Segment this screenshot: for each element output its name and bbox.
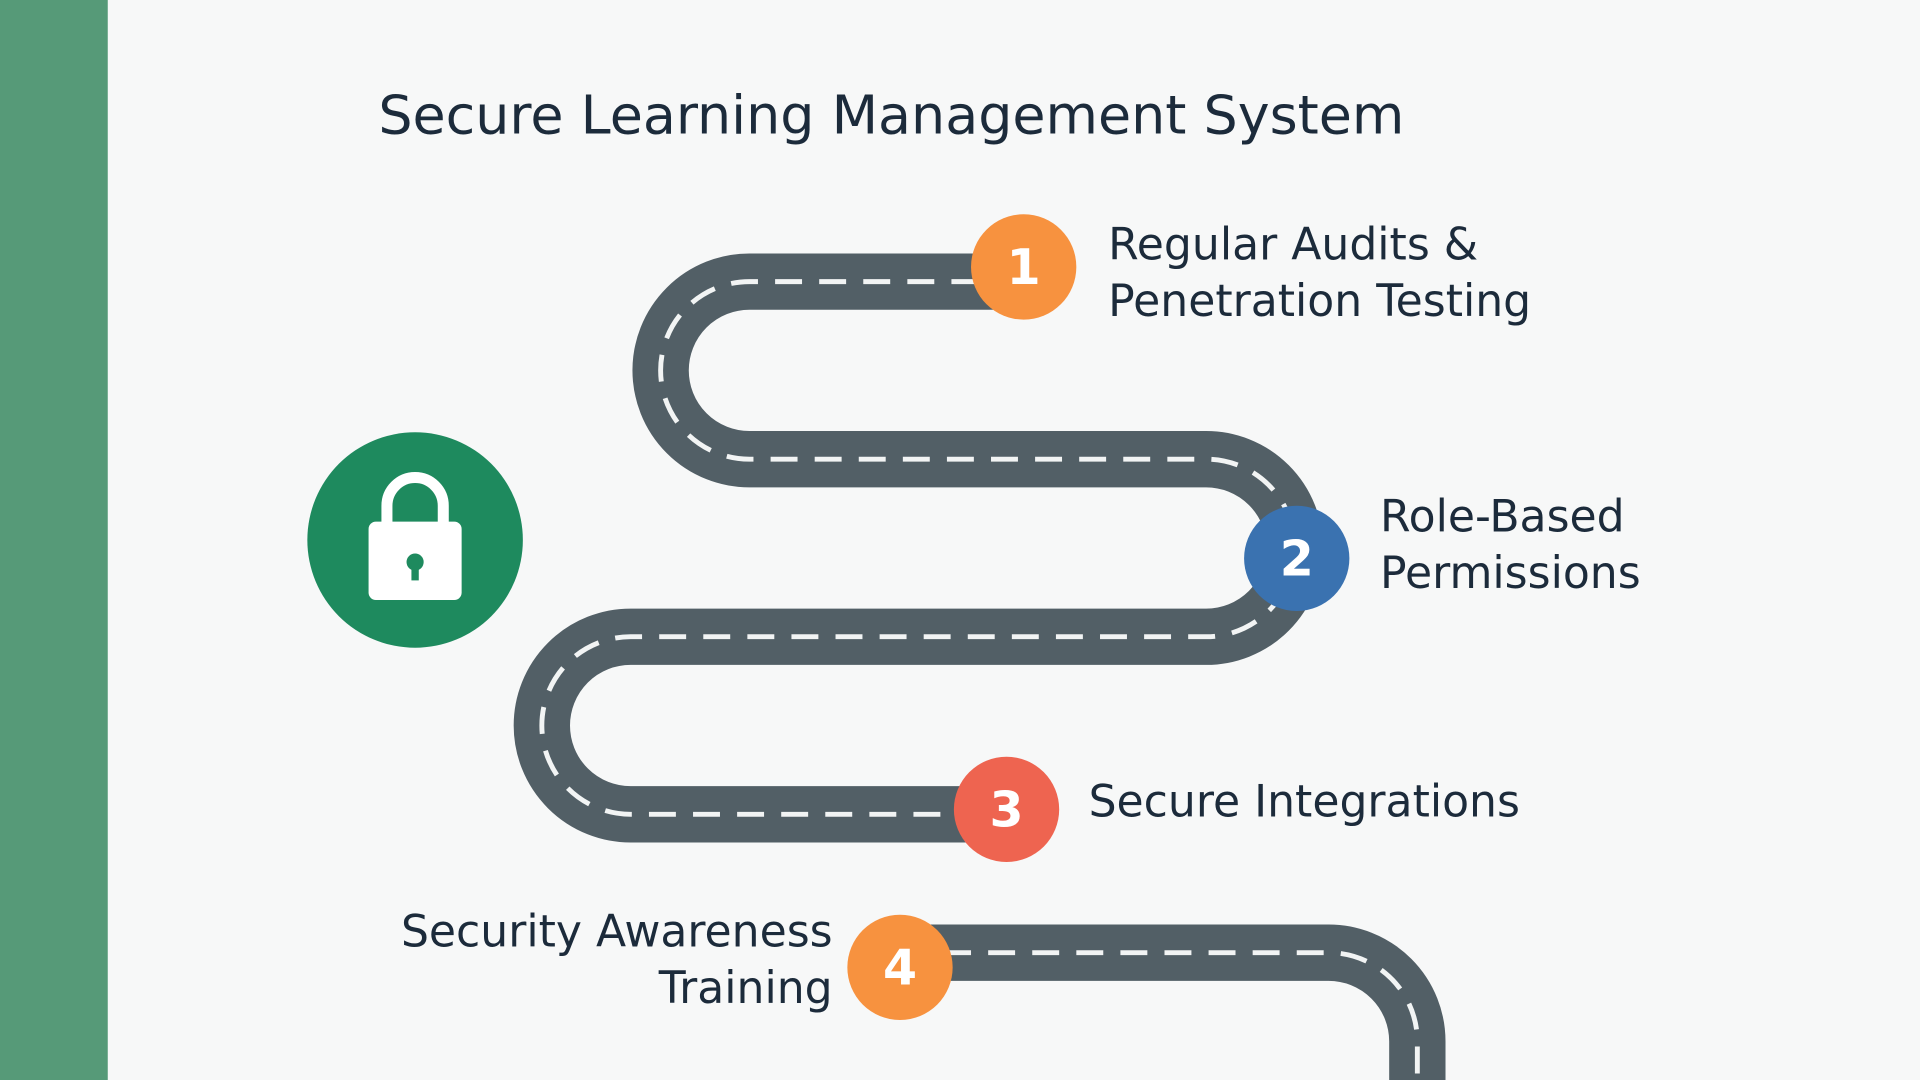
step-3-label: Secure Integrations — [1089, 777, 1520, 828]
step-4-label-line1: Security Awareness — [401, 907, 833, 958]
step-2-badge — [1244, 505, 1350, 612]
step-1-label-line1: Regular Audits & — [1108, 220, 1478, 271]
step-3-badge — [953, 756, 1060, 863]
step-1: 1 Regular Audits & Penetration Testing — [971, 214, 1531, 327]
step-2-label-line1: Role-Based — [1380, 491, 1625, 542]
page-title: Secure Learning Management System — [378, 83, 1404, 146]
step-3-number: 3 — [989, 782, 1023, 839]
step-2-number: 2 — [1280, 531, 1314, 588]
step-4: 4 Security Awareness Training — [401, 907, 953, 1020]
step-2: 2 Role-Based Permissions — [1244, 491, 1641, 612]
step-2-label-line2: Permissions — [1380, 548, 1641, 599]
step-4-label-line2: Training — [658, 963, 833, 1014]
step-4-number: 4 — [883, 939, 917, 996]
lock-icon — [368, 472, 462, 600]
step-4-badge — [847, 914, 953, 1020]
step-1-label-line2: Penetration Testing — [1108, 276, 1531, 327]
left-sidebar-bar — [0, 0, 108, 1080]
step-1-badge — [971, 214, 1077, 320]
step-3: 3 Secure Integrations — [953, 756, 1520, 863]
lock-badge — [307, 432, 523, 648]
road — [513, 253, 1446, 1080]
step-1-number: 1 — [1007, 239, 1041, 296]
